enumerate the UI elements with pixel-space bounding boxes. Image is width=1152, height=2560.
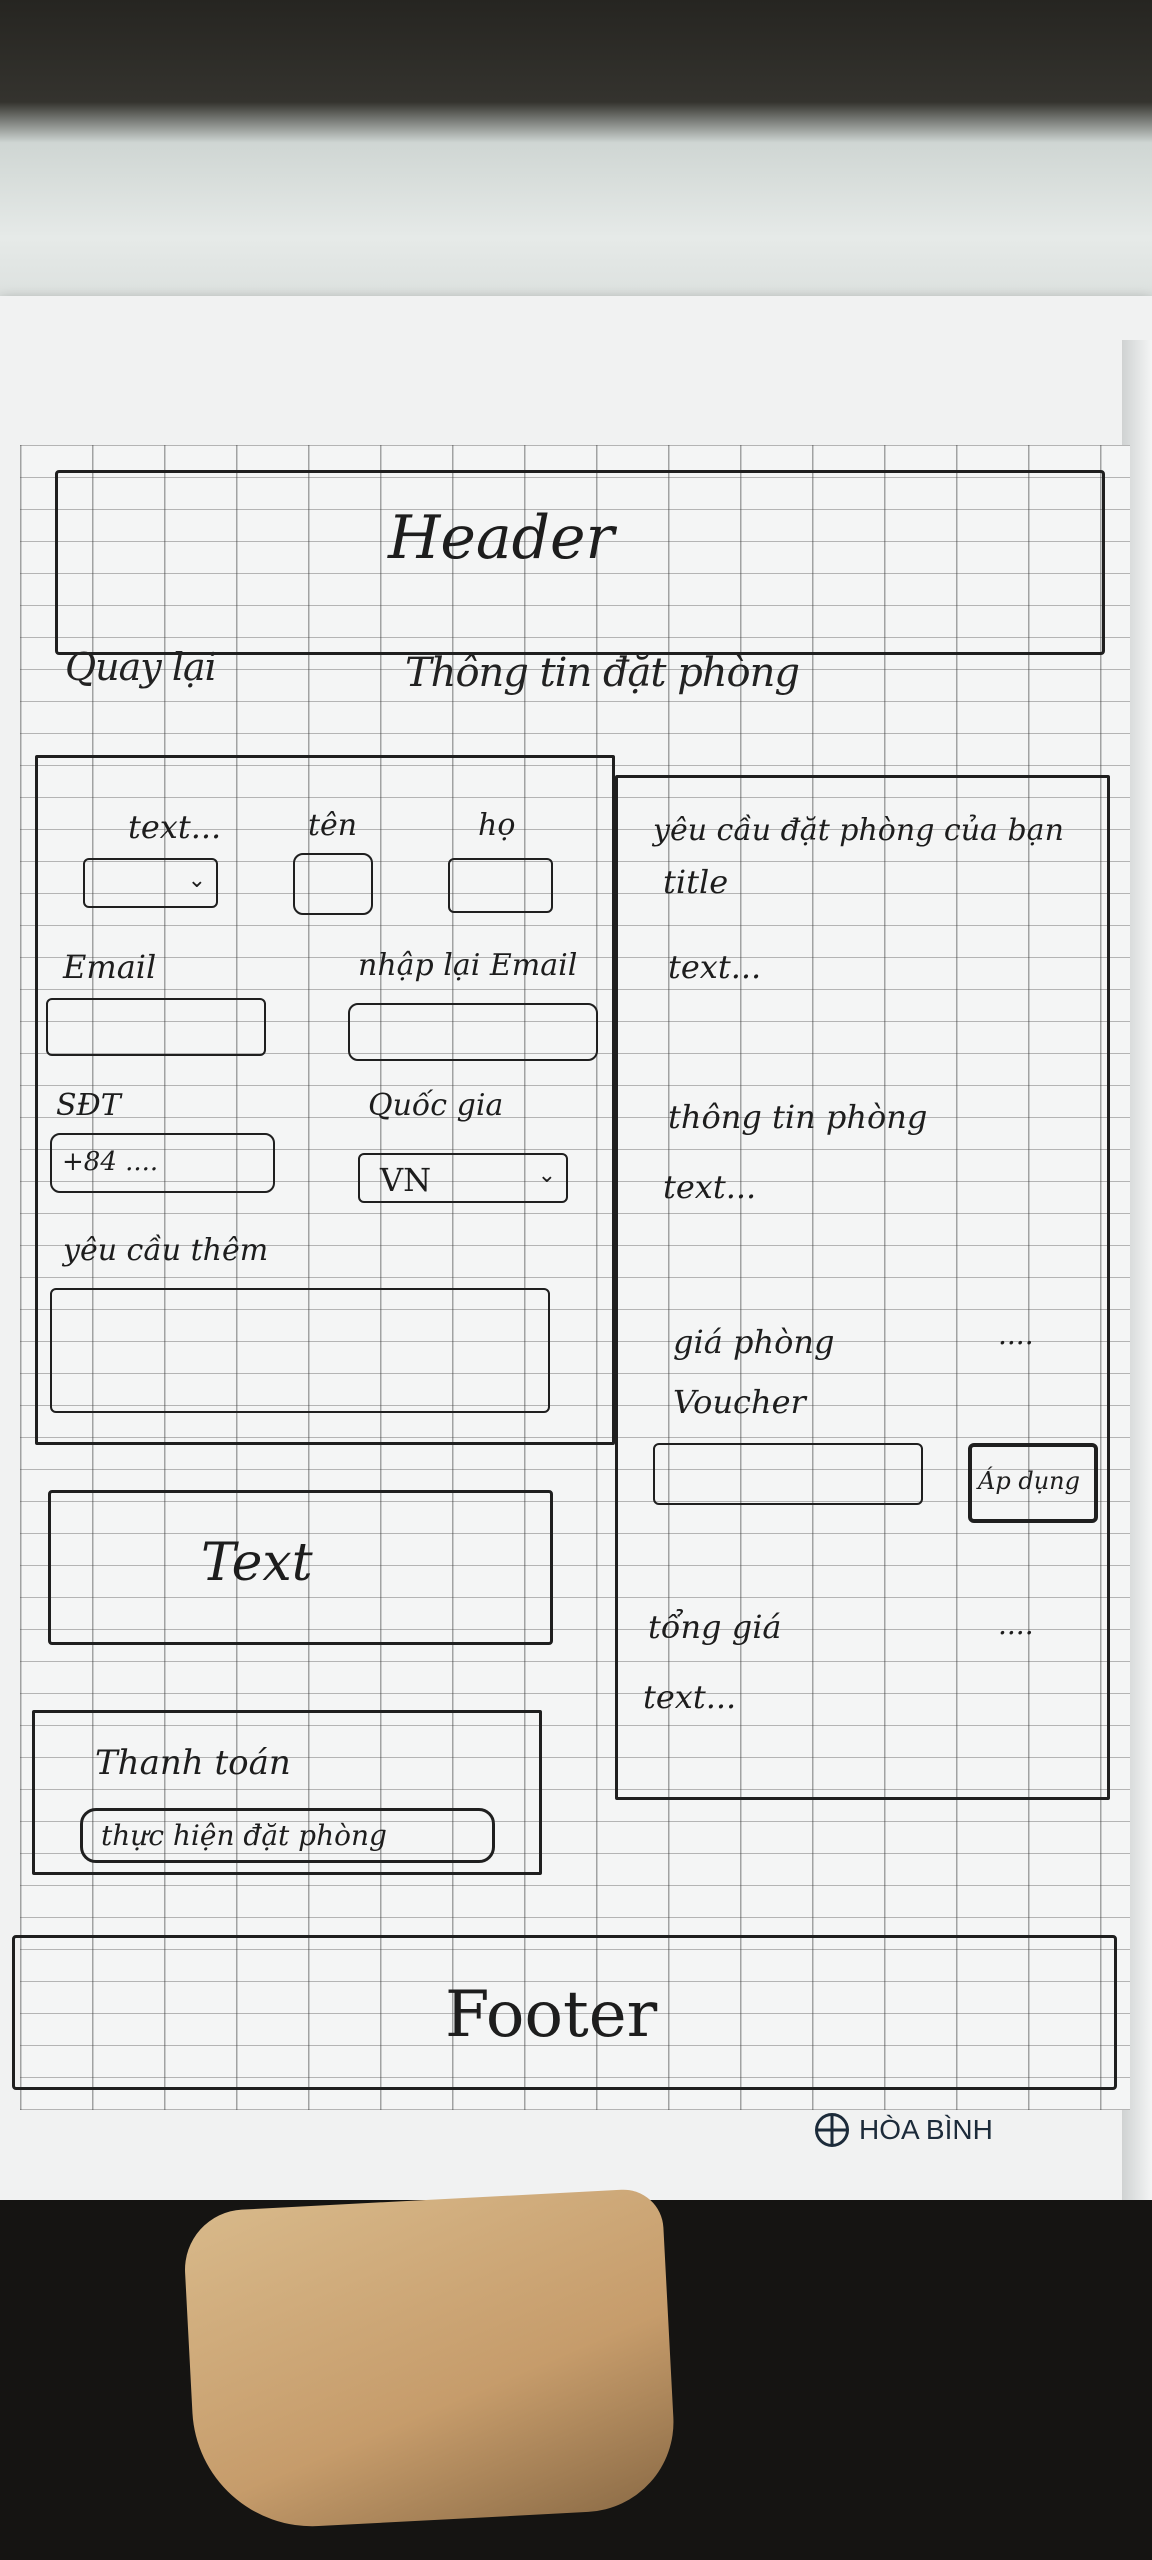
total-value: .... [998,1608,1034,1641]
extra-request-label: yêu cầu thêm [63,1233,269,1268]
footer-box: Footer [12,1935,1117,2090]
country-select[interactable]: VN ⌄ [358,1153,568,1203]
notebook-brand: HÒA BÌNH [815,2113,993,2147]
apply-voucher-button-label: Áp dụng [978,1467,1080,1495]
last-name-label: họ [478,808,516,843]
payment-title: Thanh toán [95,1743,291,1783]
title-select[interactable]: ⌄ [83,858,218,908]
book-room-button-label: thực hiện đặt phòng [101,1819,387,1852]
chevron-down-icon: ⌄ [187,868,206,893]
hand-holding-notebook [181,2187,679,2533]
last-name-input[interactable] [448,858,553,913]
chevron-down-icon: ⌄ [537,1163,556,1188]
summary-title-label: title [663,863,729,901]
brand-name: HÒA BÌNH [859,2114,993,2145]
room-price-label: giá phòng [673,1323,835,1361]
email-confirm-input[interactable] [348,1003,598,1061]
total-label: tổng giá [648,1608,782,1646]
globe-icon [815,2113,849,2147]
country-label: Quốc gia [368,1088,504,1123]
header-label: Header [388,503,615,573]
phone-value: +84 .... [62,1147,159,1177]
book-room-button[interactable]: thực hiện đặt phòng [80,1808,495,1863]
email-confirm-label: nhập lại Email [358,948,578,983]
extra-request-textarea[interactable] [50,1288,550,1413]
first-name-input[interactable] [293,853,373,915]
back-link[interactable]: Quay lại [65,645,217,689]
footer-label: Footer [445,1978,658,2052]
summary-heading: yêu cầu đặt phòng của bạn [653,813,1064,848]
voucher-label: Voucher [673,1383,806,1421]
name-title-label: text... [128,808,222,846]
room-info-label: thông tin phòng [668,1098,928,1136]
summary-title-text: text... [668,948,762,986]
page-title: Thông tin đặt phòng [405,650,800,696]
room-price-value: .... [998,1318,1034,1351]
country-value: VN [380,1161,432,1199]
text-block-label: Text [201,1533,313,1593]
total-text: text... [643,1678,737,1716]
email-label: Email [63,948,157,986]
guest-form-panel: text... tên họ ⌄ Email nhập lại Email SĐ… [35,755,615,1445]
room-info-text: text... [663,1168,757,1206]
apply-voucher-button[interactable]: Áp dụng [968,1443,1098,1523]
payment-panel: Thanh toán thực hiện đặt phòng [32,1710,542,1875]
email-input[interactable] [46,998,266,1056]
text-block: Text [48,1490,553,1645]
booking-summary-panel: yêu cầu đặt phòng của bạn title text... … [615,775,1110,1800]
voucher-input[interactable] [653,1443,923,1505]
header-box: Header [55,470,1105,655]
background-surface [0,0,1152,340]
wireframe-sheet [20,445,1130,2110]
first-name-label: tên [308,808,358,843]
phone-input[interactable]: +84 .... [50,1133,275,1193]
phone-label: SĐT [56,1088,121,1123]
